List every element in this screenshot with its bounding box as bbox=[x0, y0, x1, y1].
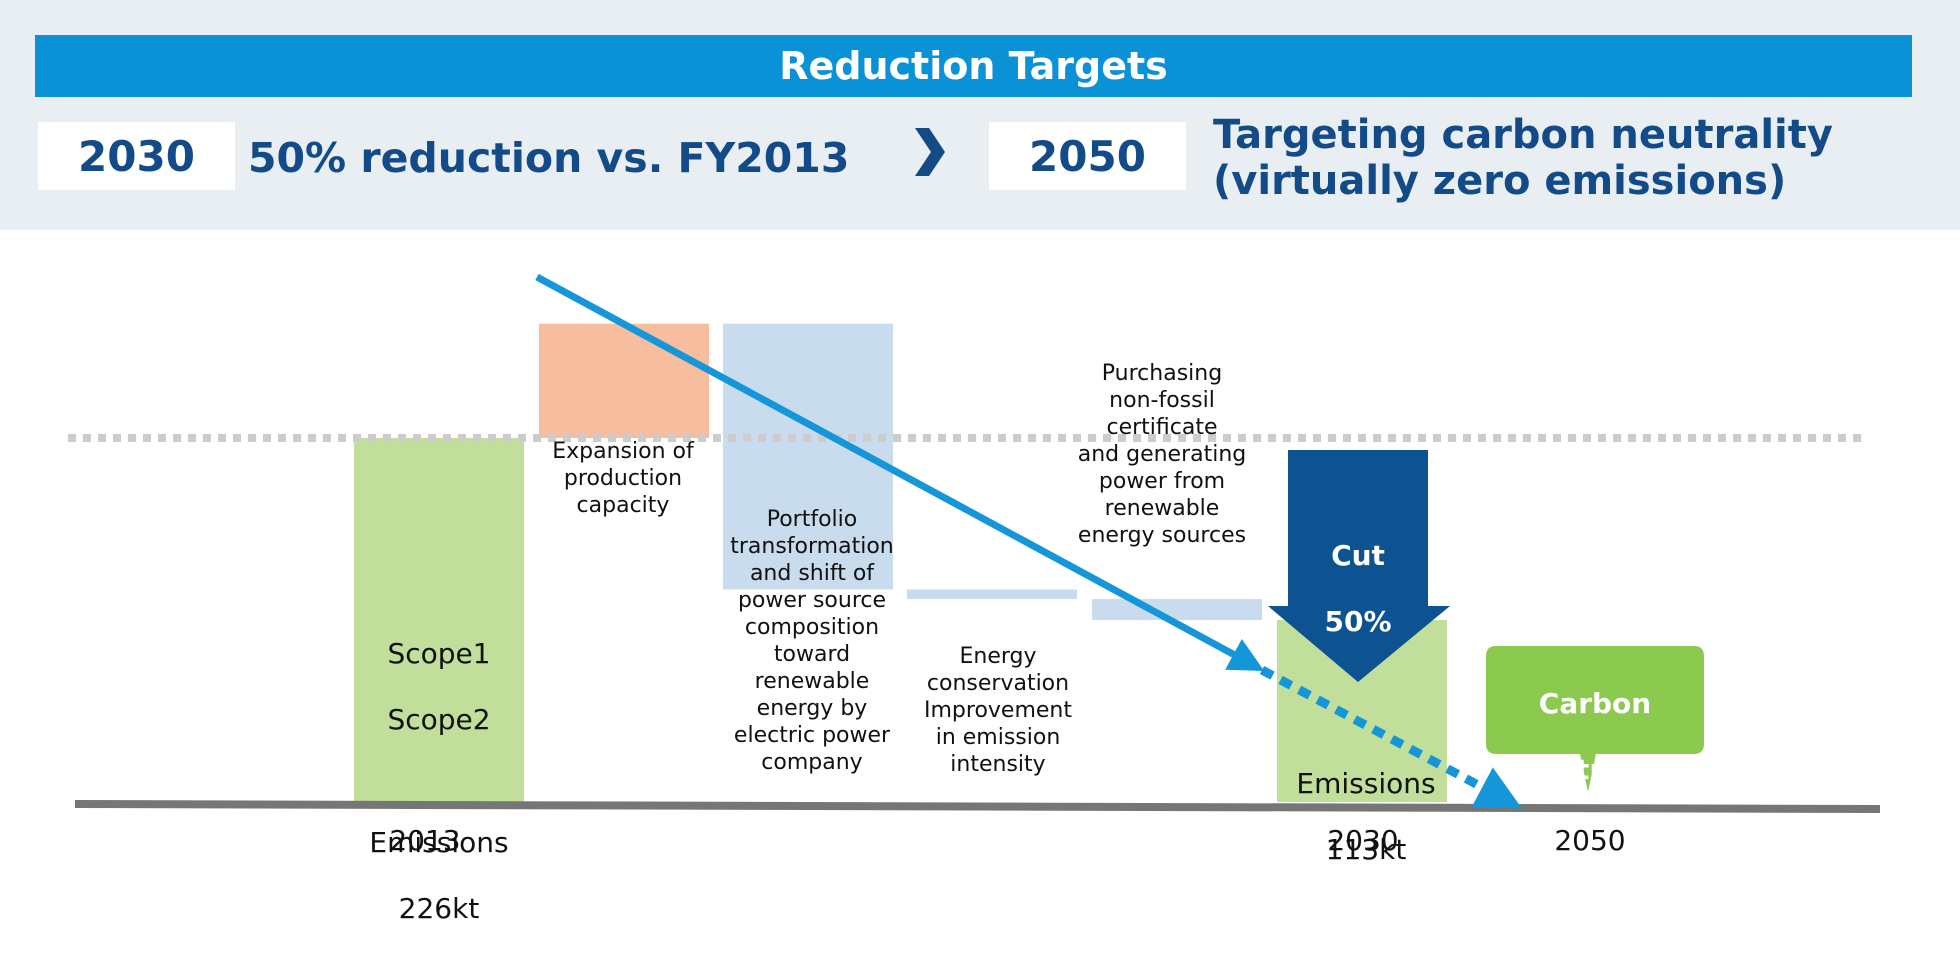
target-2030-text: 50% reduction vs. FY2013 bbox=[248, 134, 850, 182]
panel-title: Reduction Targets bbox=[35, 35, 1912, 97]
target-year-2050: 2050 bbox=[989, 122, 1186, 190]
xtick-2050: 2050 bbox=[1554, 824, 1626, 857]
scope2-label: Scope2 bbox=[387, 703, 491, 736]
expansion-label: Expansion of production capacity bbox=[552, 439, 694, 518]
target-2050-line2: (virtually zero emissions) bbox=[1213, 158, 1787, 204]
non-fossil-label: Purchasing non-fossil certificate and ge… bbox=[1077, 361, 1247, 548]
baseline-axis bbox=[74, 800, 1881, 813]
emissions-waterfall-chart bbox=[68, 273, 1881, 813]
target-2050-line1: Targeting carbon neutrality bbox=[1213, 112, 1833, 158]
xtick-2013: 2013 bbox=[389, 824, 461, 857]
emissions-2013-value: 226kt bbox=[398, 892, 480, 925]
callout-text: Carbon neutrality achieved bbox=[1486, 654, 1704, 885]
callout-line1: Carbon bbox=[1538, 687, 1652, 720]
callout-line2: neutrality bbox=[1517, 753, 1673, 786]
chevron-right-icon bbox=[915, 128, 945, 176]
scope1-label: Scope1 bbox=[387, 637, 491, 670]
cut-label: Cut 50% bbox=[1270, 506, 1446, 671]
bar-non-fossil bbox=[1092, 599, 1262, 620]
scope-label: Scope1 Scope2 Emissions 226kt bbox=[354, 604, 524, 958]
xtick-2030: 2030 bbox=[1327, 824, 1399, 857]
target-2050-text: Targeting carbon neutrality (virtually z… bbox=[1213, 112, 1833, 204]
bar-expansion bbox=[539, 323, 709, 438]
callout-line3: achieved bbox=[1524, 819, 1666, 852]
trend-arrow bbox=[535, 273, 1265, 672]
emissions-2030-label: Emissions 113kt bbox=[1268, 734, 1464, 899]
cut-50-arrow bbox=[1268, 450, 1450, 682]
bar-2013-emissions bbox=[354, 438, 524, 802]
cut-label-line2: 50% bbox=[1324, 605, 1392, 638]
target-year-2030: 2030 bbox=[38, 122, 235, 190]
portfolio-label: Portfolio transformation and shift of po… bbox=[730, 507, 894, 775]
energy-conservation-label: Energy conservation Improvement in emiss… bbox=[924, 644, 1072, 777]
cut-label-line1: Cut bbox=[1331, 539, 1385, 572]
bar-energy-conservation bbox=[907, 589, 1077, 600]
trend-arrow-dotted bbox=[1259, 666, 1522, 809]
emissions-2013-label: Emissions bbox=[369, 826, 509, 859]
carbon-neutrality-callout bbox=[1486, 646, 1704, 792]
emissions-2030-title: Emissions bbox=[1296, 767, 1436, 800]
